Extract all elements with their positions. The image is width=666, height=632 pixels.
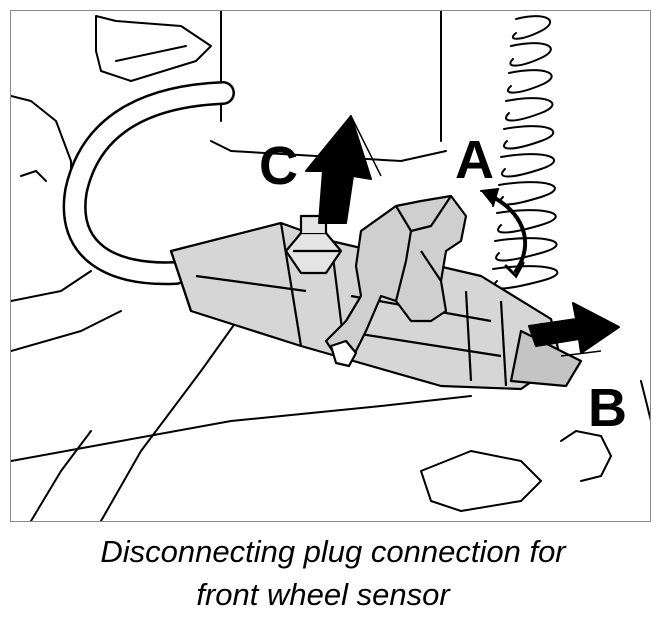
callout-c: C (259, 136, 298, 196)
sensor-cable (62, 81, 235, 286)
callout-b: B (588, 378, 627, 438)
illustration-frame: A B C (10, 10, 651, 522)
locking-clip (324, 194, 468, 368)
arrow-b (528, 302, 620, 357)
callout-a: A (455, 130, 494, 190)
strut-outline (210, 140, 447, 162)
arrow-a-rotate (480, 187, 527, 279)
hex-bolt (284, 214, 343, 275)
bracket-outline (95, 15, 212, 82)
hub-outline (420, 450, 542, 512)
figure-caption-line-1: Disconnecting plug connection for (100, 534, 566, 569)
body-panel-line (11, 310, 122, 352)
body-panel-line (11, 270, 92, 302)
bracket-outline (115, 45, 187, 62)
body-panel-line (20, 170, 47, 182)
body-panel-line (640, 380, 650, 422)
body-panel-line (11, 395, 472, 462)
body-panel-line (11, 95, 72, 177)
body-panel-line (100, 300, 252, 521)
arrow-c (305, 115, 382, 224)
body-panel-line (30, 430, 92, 521)
figure-caption-line-2: front wheel sensor (196, 577, 450, 612)
sensor-plug-illustration (11, 11, 650, 521)
hub-outline (560, 430, 612, 482)
